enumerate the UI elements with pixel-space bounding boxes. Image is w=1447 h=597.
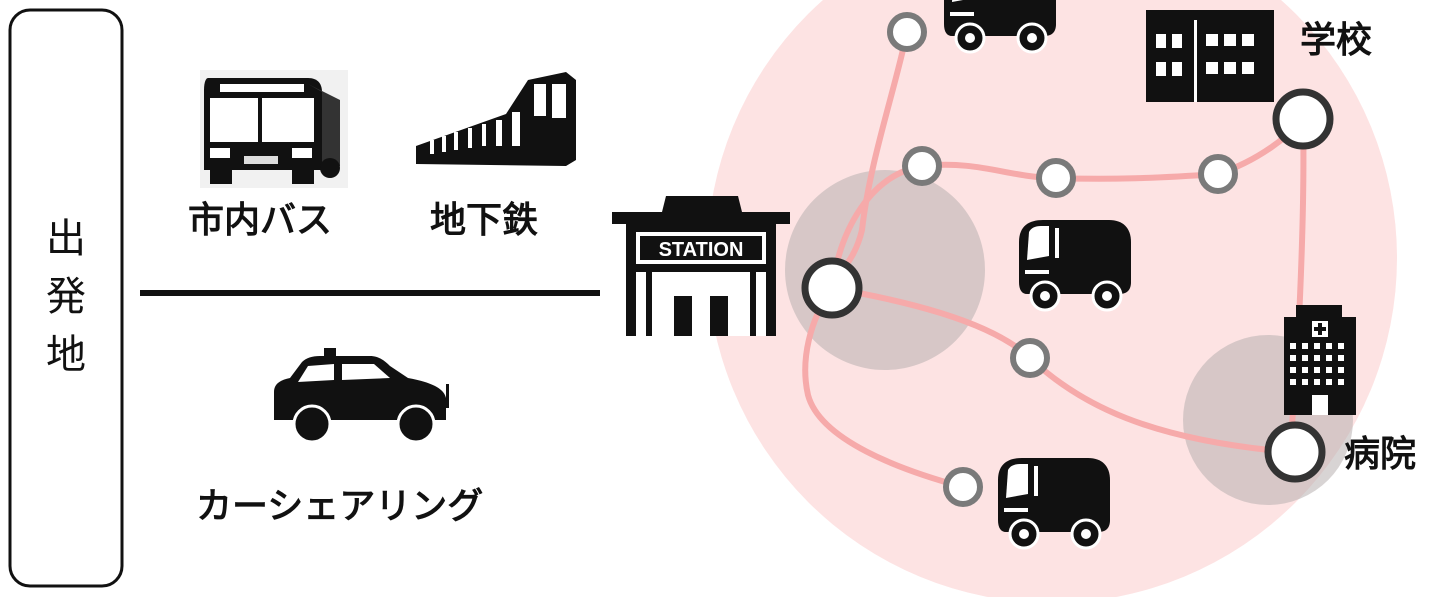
station-sign: STATION [659, 239, 744, 261]
subway-label: 地下鉄 [430, 200, 538, 241]
hub-hospital [1264, 421, 1326, 483]
origin-label-char: 発 [46, 274, 86, 320]
stop-upper-1 [902, 146, 942, 186]
route-south [802, 285, 966, 490]
origin-label-char: 地 [46, 332, 86, 378]
origin-label-char: 出 [46, 216, 86, 262]
hub-station [801, 257, 863, 319]
city-bus-label: 市内バス [188, 200, 332, 241]
hospital-label: 病院 [1344, 434, 1416, 475]
hospital-building-icon [1284, 305, 1356, 415]
stop-north [887, 12, 927, 52]
route-nodes [801, 12, 1334, 507]
stop-middle [1010, 338, 1050, 378]
city-bus-icon [200, 70, 348, 188]
school-building-icon [1146, 10, 1274, 102]
subway-train-icon [416, 72, 576, 166]
school-label: 学校 [1300, 19, 1372, 61]
stop-upper-2 [1036, 158, 1076, 198]
car-sharing-label: カーシェアリング [196, 486, 483, 527]
station-building-icon: STATION [612, 196, 790, 336]
car-sharing-icon [274, 348, 449, 444]
hub-school [1272, 88, 1334, 150]
stop-upper-3 [1198, 154, 1238, 194]
stop-south [943, 467, 983, 507]
station-hub-halo [785, 170, 985, 370]
origin-box [8, 8, 124, 588]
